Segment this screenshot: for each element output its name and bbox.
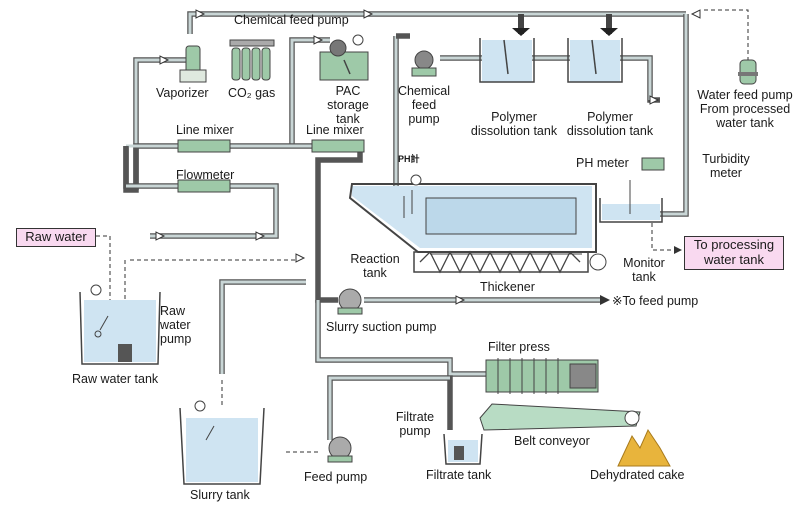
line-mixer-1-label: Line mixer	[176, 123, 234, 137]
arrow-to-processing	[674, 246, 682, 254]
raw-water-box: Raw water	[16, 228, 96, 247]
chemical-feed-pump-top-label: Chemical feed pump	[234, 13, 349, 27]
feed-pump	[327, 436, 353, 463]
to-processing-water-tank-box: To processing water tank	[684, 236, 784, 270]
raw-water-tank	[79, 284, 161, 365]
water-feed-pump-label: Water feed pump From processed water tan…	[697, 88, 793, 130]
ph-small-label: PH計	[398, 154, 420, 164]
pac-storage-tank-label: PAC storage tank	[327, 84, 369, 126]
water-feed-pump	[738, 59, 758, 85]
line-mixer-2-label: Line mixer	[306, 123, 364, 137]
line-mixer-1	[177, 139, 231, 153]
turbidity-meter-label: Turbidity meter	[702, 152, 750, 180]
monitor-tank-label: Monitor tank	[623, 256, 665, 284]
turbidity-meter-box	[641, 157, 665, 171]
slurry-tank	[179, 400, 265, 485]
filtrate-tank-label: Filtrate tank	[426, 468, 492, 482]
polymer-tank-2	[567, 14, 623, 83]
reaction-tank-label: Reaction tank	[350, 252, 400, 280]
co2-gas-cylinders	[229, 39, 275, 81]
polymer-tank-1	[479, 14, 535, 83]
filtrate-tank	[443, 433, 483, 465]
valves	[155, 9, 701, 305]
pac-storage-tank	[319, 34, 369, 81]
filter-press-label: Filter press	[488, 340, 550, 354]
belt-conveyor-label: Belt conveyor	[514, 434, 590, 448]
thickener-label: Thickener	[480, 280, 535, 294]
chemical-feed-pump-mid	[411, 50, 437, 77]
flowmeter	[177, 179, 231, 193]
flowmeter-label: Flowmeter	[176, 168, 235, 182]
polymer-dissolution-tank-2-label: Polymer dissolution tank	[566, 110, 654, 138]
raw-water-tank-label: Raw water tank	[72, 372, 159, 386]
reaction-tank-thickener	[348, 174, 607, 274]
slurry-tank-label: Slurry tank	[190, 488, 250, 502]
vaporizer-label: Vaporizer	[156, 86, 209, 100]
polymer-dissolution-tank-1-label: Polymer dissolution tank	[470, 110, 558, 138]
monitor-tank	[599, 180, 663, 223]
line-mixer-2	[311, 139, 365, 153]
slurry-suction-pump	[337, 288, 363, 315]
chemical-feed-pump-mid-label: Chemical feed pump	[397, 84, 451, 126]
signal-lines	[96, 9, 749, 453]
arrow-to-feed-pump	[600, 295, 610, 305]
filter-press	[485, 358, 599, 394]
dehydrated-cake-label: Dehydrated cake	[590, 468, 685, 482]
raw-water-pump-label: Raw water pump	[160, 304, 192, 346]
co2-gas-label: CO₂ gas	[228, 86, 276, 100]
to-feed-pump-label: ※To feed pump	[612, 294, 699, 308]
filtrate-pump-label: Filtrate pump	[395, 410, 435, 438]
vaporizer	[179, 45, 207, 83]
belt-conveyor	[479, 403, 641, 431]
ph-meter-label: PH meter	[576, 156, 629, 170]
slurry-suction-pump-label: Slurry suction pump	[326, 320, 437, 334]
feed-pump-label: Feed pump	[304, 470, 368, 484]
dehydrated-cake	[617, 428, 671, 467]
